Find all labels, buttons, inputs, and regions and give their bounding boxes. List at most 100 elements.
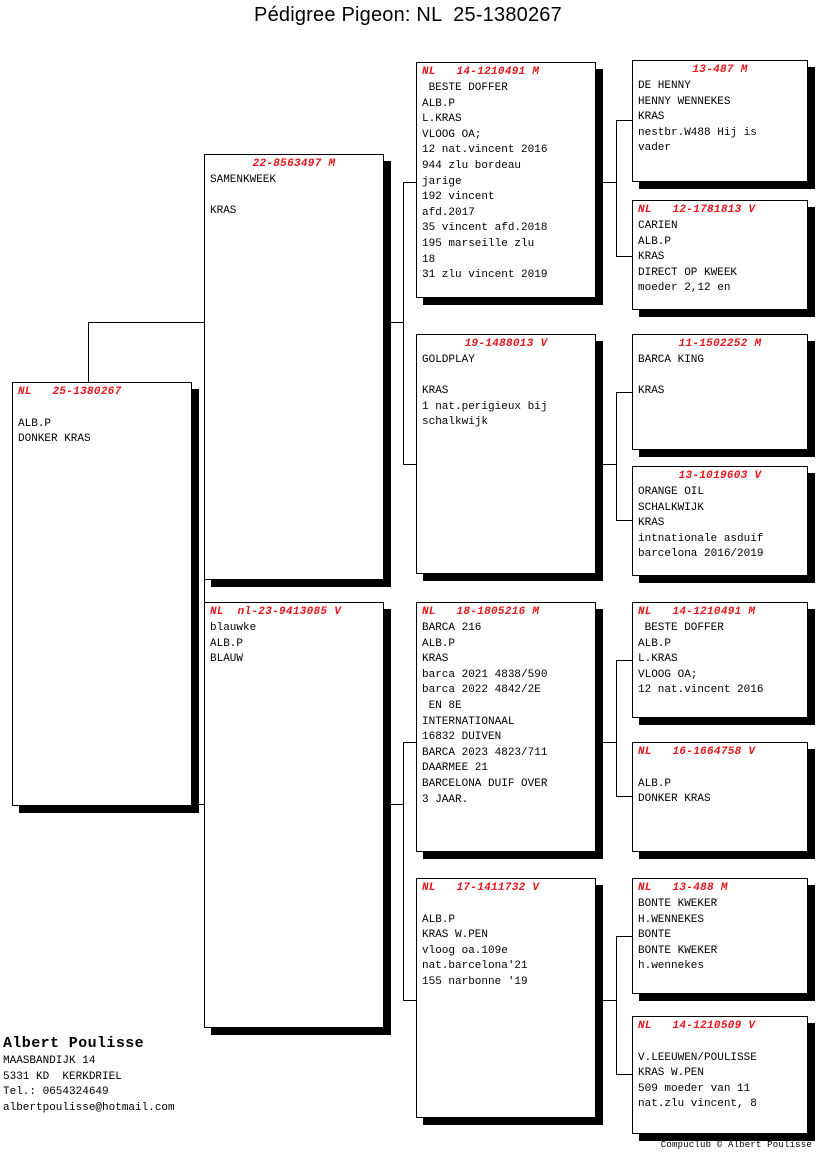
connector-line bbox=[403, 182, 417, 183]
detail-line: barcelona 2016/2019 bbox=[638, 548, 764, 561]
detail-line: KRAS bbox=[210, 205, 237, 218]
detail-line: ALB.P bbox=[638, 777, 672, 790]
detail-line: ALB.P bbox=[422, 913, 456, 926]
pigeon-ring-number: NL 14-1210491 M bbox=[638, 606, 756, 618]
pigeon-details: BARCA KING KRAS bbox=[633, 352, 807, 400]
detail-line: L.KRAS bbox=[638, 653, 678, 666]
detail-line: barca 2021 4838/590 bbox=[422, 668, 548, 681]
detail-line: SAMENKWEEK bbox=[210, 174, 277, 186]
pigeon-ring-number: 13-1019603 V bbox=[678, 470, 762, 482]
detail-line: nestbr.W488 Hij is bbox=[638, 126, 757, 139]
credit-line: Compuclub © Albert Poulisse bbox=[660, 1140, 812, 1150]
connector-line bbox=[403, 742, 417, 743]
detail-line: 155 narbonne '19 bbox=[422, 975, 528, 988]
detail-line: DIRECT OP KWEEK bbox=[638, 266, 738, 279]
owner-address-line: MAASBANDIJK 14 bbox=[3, 1055, 96, 1067]
detail-line: intnationale asduif bbox=[638, 532, 764, 545]
detail-line: 509 moeder van 11 bbox=[638, 1082, 751, 1095]
detail-line: ORANGE OIL bbox=[638, 486, 705, 498]
detail-line: BONTE bbox=[638, 929, 672, 942]
connector-line bbox=[616, 660, 617, 796]
pigeon-ring-number: 19-1488013 V bbox=[464, 338, 548, 350]
detail-line bbox=[422, 369, 595, 385]
owner-name: Albert Poulisse bbox=[3, 1035, 145, 1052]
owner-address-line: albertpoulisse@hotmail.com bbox=[3, 1101, 175, 1114]
pigeon-ring-number: NL 17-1411732 V bbox=[422, 882, 540, 894]
connector-line bbox=[616, 520, 633, 521]
detail-line: KRAS bbox=[422, 653, 449, 666]
pigeon-ring-number: NL 13-488 M bbox=[638, 882, 728, 894]
detail-line: KRAS bbox=[638, 111, 665, 124]
detail-line: h.wennekes bbox=[638, 960, 705, 973]
connector-line bbox=[385, 804, 404, 805]
parent-box[interactable]: 22-8563497 M SAMENKWEEK KRAS bbox=[204, 154, 384, 580]
connector-line bbox=[403, 1000, 417, 1001]
connector-line bbox=[616, 936, 633, 937]
detail-line: KRAS bbox=[638, 517, 665, 530]
detail-line: barca 2022 4842/2E bbox=[422, 684, 541, 697]
detail-line: afd.2017 bbox=[422, 206, 475, 219]
detail-line: ALB.P bbox=[638, 235, 672, 248]
pigeon-ring-number: NL 16-1664758 V bbox=[638, 746, 756, 758]
pigeon-ring-number: NL 14-1210491 M bbox=[422, 66, 540, 78]
owner-address-line: 5331 KD KERKDRIEL bbox=[3, 1070, 122, 1083]
detail-line: 3 JAAR. bbox=[422, 793, 469, 806]
pigeon-ring-number: 11-1502252 M bbox=[678, 338, 762, 350]
connector-line bbox=[616, 936, 617, 1074]
detail-line: GOLDPLAY bbox=[422, 354, 475, 366]
detail-line: BESTE DOFFER bbox=[638, 622, 724, 634]
detail-line: 18 bbox=[422, 253, 436, 266]
detail-line: DE HENNY bbox=[638, 80, 691, 92]
detail-line: ALB.P bbox=[422, 637, 456, 650]
page-title: Pédigree Pigeon: NL 25-1380267 bbox=[254, 4, 562, 26]
detail-line: DAARMEE 21 bbox=[422, 762, 489, 775]
detail-line: ALB.P bbox=[638, 637, 672, 650]
great-grandparent-box[interactable]: 11-1502252 M BARCA KING KRAS bbox=[632, 334, 808, 450]
pigeon-details: ALB.P DONKER KRAS bbox=[13, 400, 191, 448]
pigeon-ring-number: NL 18-1805216 M bbox=[422, 606, 540, 618]
detail-line: KRAS W.PEN bbox=[422, 929, 489, 942]
detail-line: BESTE DOFFER bbox=[422, 82, 508, 94]
detail-line: H.WENNEKES bbox=[638, 913, 705, 926]
connector-line bbox=[616, 256, 633, 257]
detail-line: 944 zlu bordeau bbox=[422, 159, 522, 172]
connector-line bbox=[403, 182, 404, 464]
detail-line: KRAS bbox=[638, 385, 665, 398]
detail-line: 31 zlu vincent 2019 bbox=[422, 269, 548, 282]
detail-line: 192 vincent bbox=[422, 191, 495, 204]
connector-line bbox=[88, 322, 89, 384]
detail-line: BONTE KWEKER bbox=[638, 944, 718, 957]
detail-line: ALB.P bbox=[18, 417, 52, 430]
pigeon-ring-number: NL nl-23-9413085 V bbox=[210, 606, 342, 618]
detail-line bbox=[638, 761, 807, 777]
detail-line: CARIEN bbox=[638, 220, 678, 232]
detail-line: schalkwijk bbox=[422, 416, 489, 429]
detail-line: DONKER KRAS bbox=[18, 433, 91, 446]
pigeon-ring-number: 22-8563497 M bbox=[252, 158, 336, 170]
detail-line bbox=[638, 1035, 807, 1051]
detail-line: BARCA 2023 4823/711 bbox=[422, 746, 548, 759]
connector-line bbox=[598, 464, 617, 465]
owner-address-line: Tel.: 0654324649 bbox=[3, 1086, 109, 1098]
detail-line bbox=[210, 189, 383, 205]
detail-line: V.LEEUWEN/POULISSE bbox=[638, 1051, 757, 1064]
